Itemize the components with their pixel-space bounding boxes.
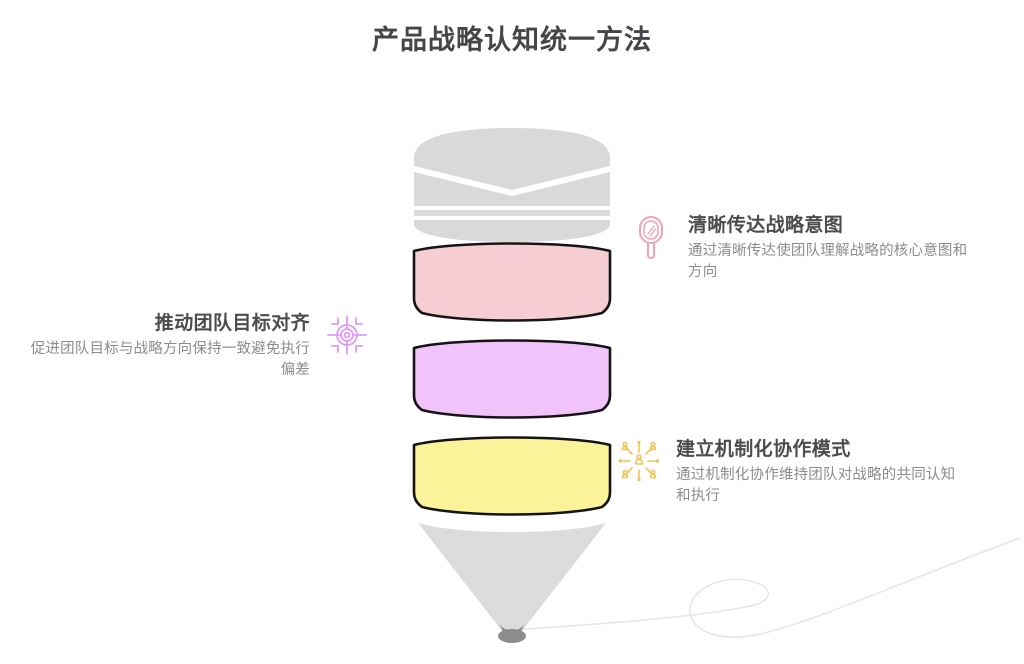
funnel-segment-purple[interactable]	[412, 339, 612, 419]
callout-text-group: 建立机制化协作模式 通过机制化协作维持团队对战略的共同认知和执行	[676, 438, 966, 507]
page-title: 产品战略认知统一方法	[372, 25, 652, 55]
callout-title: 清晰传达战略意图	[688, 215, 844, 236]
callout-description: 通过机制化协作维持团队对战略的共同认知和执行	[676, 467, 956, 504]
team-network-icon	[616, 438, 662, 484]
hand-mirror-icon	[628, 214, 674, 260]
callout-description: 通过清晰传达使团队理解战略的核心意图和方向	[688, 243, 968, 280]
callout-description: 促进团队目标与战略方向保持一致避免执行偏差	[30, 341, 310, 378]
funnel-segment-pink[interactable]	[412, 242, 612, 322]
funnel-graphic	[412, 128, 612, 643]
funnel-lid	[414, 128, 610, 242]
callout-clear-communication[interactable]: 清晰传达战略意图 通过清晰传达使团队理解战略的核心意图和方向	[628, 214, 978, 283]
callout-collaboration-mechanism[interactable]: 建立机制化协作模式 通过机制化协作维持团队对战略的共同认知和执行	[616, 438, 966, 507]
callout-title: 建立机制化协作模式	[676, 439, 851, 460]
callout-title: 推动团队目标对齐	[154, 313, 310, 334]
callout-text-group: 推动团队目标对齐 促进团队目标与战略方向保持一致避免执行偏差	[20, 312, 310, 381]
callout-text-group: 清晰传达战略意图 通过清晰传达使团队理解战略的核心意图和方向	[688, 214, 978, 283]
funnel-cone	[418, 523, 606, 643]
funnel-segment-yellow[interactable]	[412, 436, 612, 516]
target-crosshair-icon	[324, 312, 370, 358]
callout-goal-alignment[interactable]: 推动团队目标对齐 促进团队目标与战略方向保持一致避免执行偏差	[20, 312, 370, 381]
